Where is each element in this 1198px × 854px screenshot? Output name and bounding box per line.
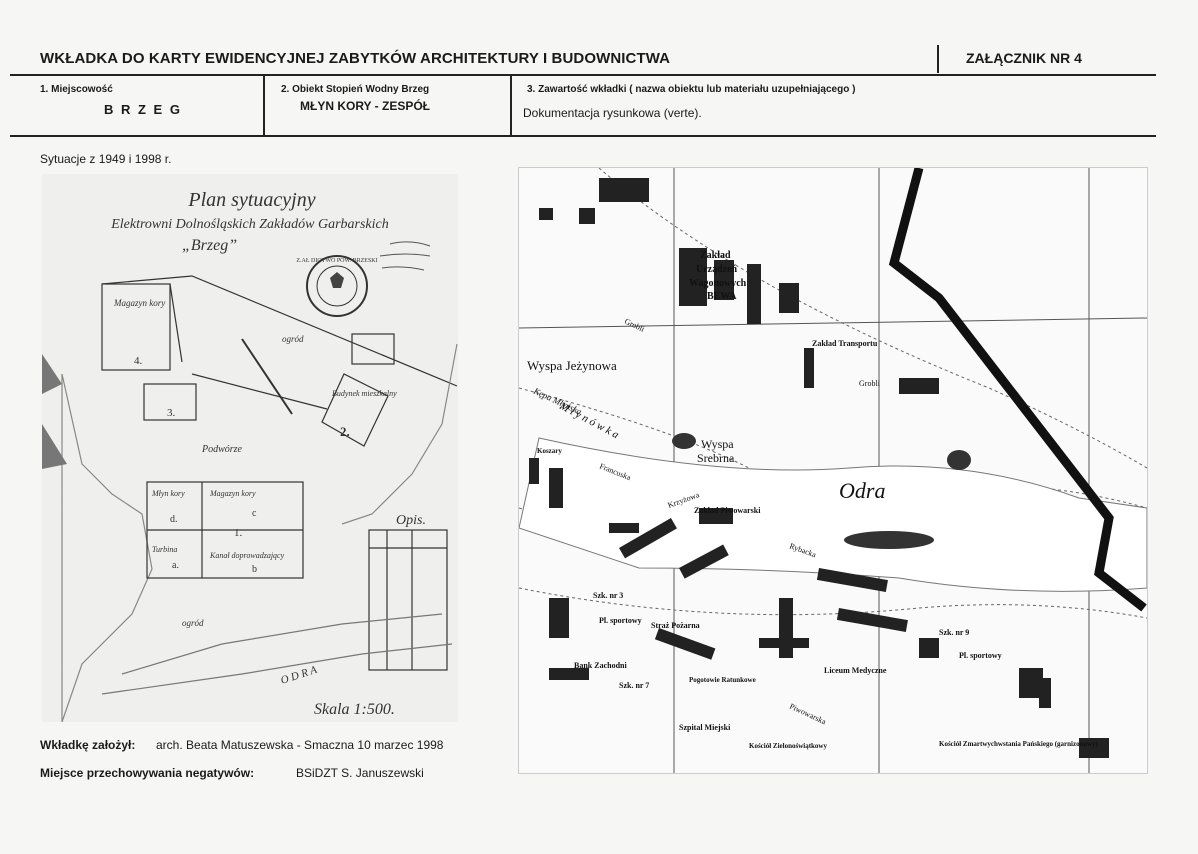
map-szk3: Szk. nr 3 [593, 591, 623, 600]
city-map-drawing: Zakład Urządzeń Wagonowych BEWA Zakład T… [518, 166, 1148, 773]
map-bank: Bank Zachodni [574, 661, 627, 670]
map-pogotowie: Pogotowie Ratunkowe [689, 676, 756, 684]
field-divider-2 [510, 74, 512, 136]
map-szk7: Szk. nr 7 [619, 681, 649, 690]
plan-mill: Młyn kory [151, 489, 185, 498]
plan-num4: 4. [134, 355, 143, 367]
map-koszary: Koszary [537, 447, 562, 455]
map-odra: Odra [839, 478, 885, 503]
plan-place: „Brzeg” [182, 237, 237, 254]
plan-num1: 1. [234, 527, 243, 539]
plan-c: c [252, 508, 257, 519]
header-rule [10, 74, 1156, 76]
plan-garden-bottom: ogród [182, 618, 204, 628]
stamp-text: Z.AŁ DIOTWO POW. BRZESKI [296, 258, 377, 264]
map-zaklad-piw: Zakład Piwowarski [694, 506, 761, 515]
plan-num2: 2. [340, 424, 350, 439]
plan-channel: Kanał doprowadzający [209, 551, 285, 560]
map-liceum: Liceum Medyczne [824, 666, 887, 675]
object-value: MŁYN KORY - ZESPÓŁ [300, 99, 431, 113]
plan-warehouse: Magazyn kory [113, 298, 165, 308]
card-title: WKŁADKA DO KARTY EWIDENCYJNEJ ZABYTKÓW A… [40, 50, 671, 67]
storage-label: Miejsce przechowywania negatywów: [40, 766, 255, 780]
header-divider [937, 45, 939, 73]
railway-line [888, 166, 1147, 612]
locality-value: B R Z E G [104, 102, 182, 117]
map-wyspa-srebrna-2: Srebrna [697, 451, 735, 465]
locality-label: 1. Miejscowość [40, 84, 113, 95]
plan-subtitle: Elektrowni Dolnośląskich Zakładów Garbar… [110, 217, 389, 232]
map-urzadzen: Urządzeń [696, 264, 738, 275]
plan-scale: Skala 1:500. [314, 701, 395, 718]
storage-value: BSiDZT S. Januszewski [296, 766, 424, 780]
map-szk9: Szk. nr 9 [939, 628, 969, 637]
founder-label: Wkładkę założył: [40, 738, 136, 752]
plan-title: Plan sytuacyjny [187, 189, 315, 211]
site-plan-1949: Plan sytuacyjny Elektrowni Dolnośląskich… [42, 174, 458, 723]
plan-a: a. [172, 560, 179, 571]
map-grobli2: Grobli [859, 379, 881, 388]
content-value: Dokumentacja rysunkowa (verte). [523, 106, 702, 120]
official-stamp: Z.AŁ DIOTWO POW. BRZESKI [296, 255, 378, 317]
plan-courtyard: Podwórze [201, 444, 243, 455]
plan-legend-title: Opis. [396, 513, 426, 528]
content-label: 3. Zawartość wkładki ( nazwa obiektu lub… [527, 84, 856, 95]
plan-b: b [252, 564, 257, 575]
map-zaklad: Zakład [700, 250, 731, 261]
map-wyspa-jezynowa: Wyspa Jeżynowa [527, 358, 617, 373]
situation-caption: Sytuacje z 1949 i 1998 r. [40, 152, 172, 166]
map-zaklad-transp: Zakład Transportu [812, 339, 878, 348]
map-szpital: Szpital Miejski [679, 723, 731, 732]
map-straz: Straż Pożarna [651, 621, 700, 630]
map-kosciol: Kościół Zielonoświątkowy [749, 742, 827, 750]
map-kosciol2: Kościół Zmartwychwstania Pańskiego (garn… [939, 740, 1099, 748]
plan-garden-top: ogród [282, 334, 304, 344]
plan-num3: 3. [167, 407, 176, 419]
plan-turbine: Turbina [152, 545, 177, 554]
object-label: 2. Obiekt Stopień Wodny Brzeg [281, 84, 430, 95]
plan-d: d. [170, 514, 178, 525]
city-map-1998: Zakład Urządzeń Wagonowych BEWA Zakład T… [518, 166, 1148, 774]
map-wyspa-srebrna-1: Wyspa [701, 437, 734, 451]
map-wagonowych: Wagonowych [689, 278, 747, 289]
map-pl-sport: Pl. sportowy [599, 616, 642, 625]
map-pl-sport2: Pl. sportowy [959, 651, 1002, 660]
annex-number: ZAŁĄCZNIK NR 4 [966, 50, 1082, 66]
field-divider-1 [263, 74, 265, 136]
map-bewa: BEWA [707, 291, 737, 302]
site-plan-drawing: Plan sytuacyjny Elektrowni Dolnośląskich… [42, 174, 458, 723]
plan-house: Budynek mieszkalny [332, 389, 397, 398]
fields-rule [10, 135, 1156, 137]
plan-warehouse2: Magazyn kory [209, 489, 256, 498]
founder-value: arch. Beata Matuszewska - Smaczna 10 mar… [156, 738, 444, 752]
